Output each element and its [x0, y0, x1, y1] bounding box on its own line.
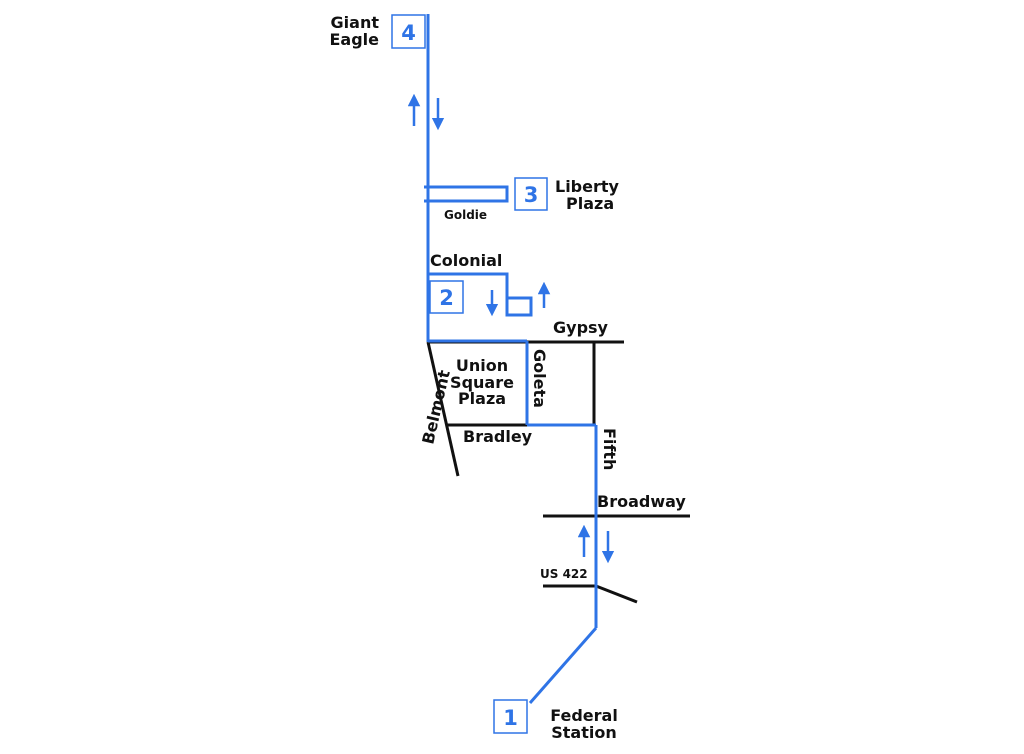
- union-square-plaza-label: Union Square Plaza: [450, 356, 514, 408]
- gypsy-label: Gypsy: [553, 318, 609, 337]
- stop-3-number: 3: [524, 183, 539, 207]
- route-colonial-loop: [428, 272, 533, 317]
- stop-1-name-line2: Station: [551, 723, 616, 742]
- stop-4-name-line2: Eagle: [329, 30, 379, 49]
- goldie-label: Goldie: [444, 208, 487, 222]
- union-square-line1: Union: [456, 356, 508, 375]
- union-square-line3: Plaza: [458, 389, 506, 408]
- stop-4: 4 Giant Eagle: [329, 13, 426, 49]
- us422-street-line-east: [595, 584, 638, 604]
- route-south-diagonal: [528, 627, 598, 704]
- stop-2-box: [429, 280, 464, 314]
- stop-3: 3 Liberty Plaza: [514, 177, 620, 213]
- stop-4-box: [391, 14, 426, 49]
- stop-3-name-line2: Plaza: [566, 194, 614, 213]
- bradley-label: Bradley: [463, 427, 533, 446]
- us422-label: US 422: [540, 567, 588, 581]
- stop-3-box: [514, 177, 548, 211]
- union-square-line2: Square: [450, 373, 514, 392]
- stop-1-number: 1: [503, 706, 518, 730]
- bus-route: [424, 14, 598, 704]
- goleta-label: Goleta: [530, 349, 549, 408]
- broadway-label: Broadway: [597, 492, 686, 511]
- belmont-street-line: [426, 341, 460, 477]
- stop-2-number: 2: [439, 286, 454, 310]
- stop-1-name-line1: Federal: [550, 706, 618, 725]
- stop-3-name-line1: Liberty: [555, 177, 620, 196]
- stop-2: 2: [429, 280, 464, 314]
- colonial-label: Colonial: [430, 251, 502, 270]
- stop-1-box: [493, 699, 528, 734]
- route-goldie-spur: [424, 185, 509, 203]
- stop-1: 1 Federal Station: [493, 699, 618, 742]
- fifth-label: Fifth: [600, 428, 619, 470]
- direction-arrows: [407, 93, 615, 564]
- stop-4-number: 4: [401, 21, 416, 45]
- stop-4-name-line1: Giant: [331, 13, 380, 32]
